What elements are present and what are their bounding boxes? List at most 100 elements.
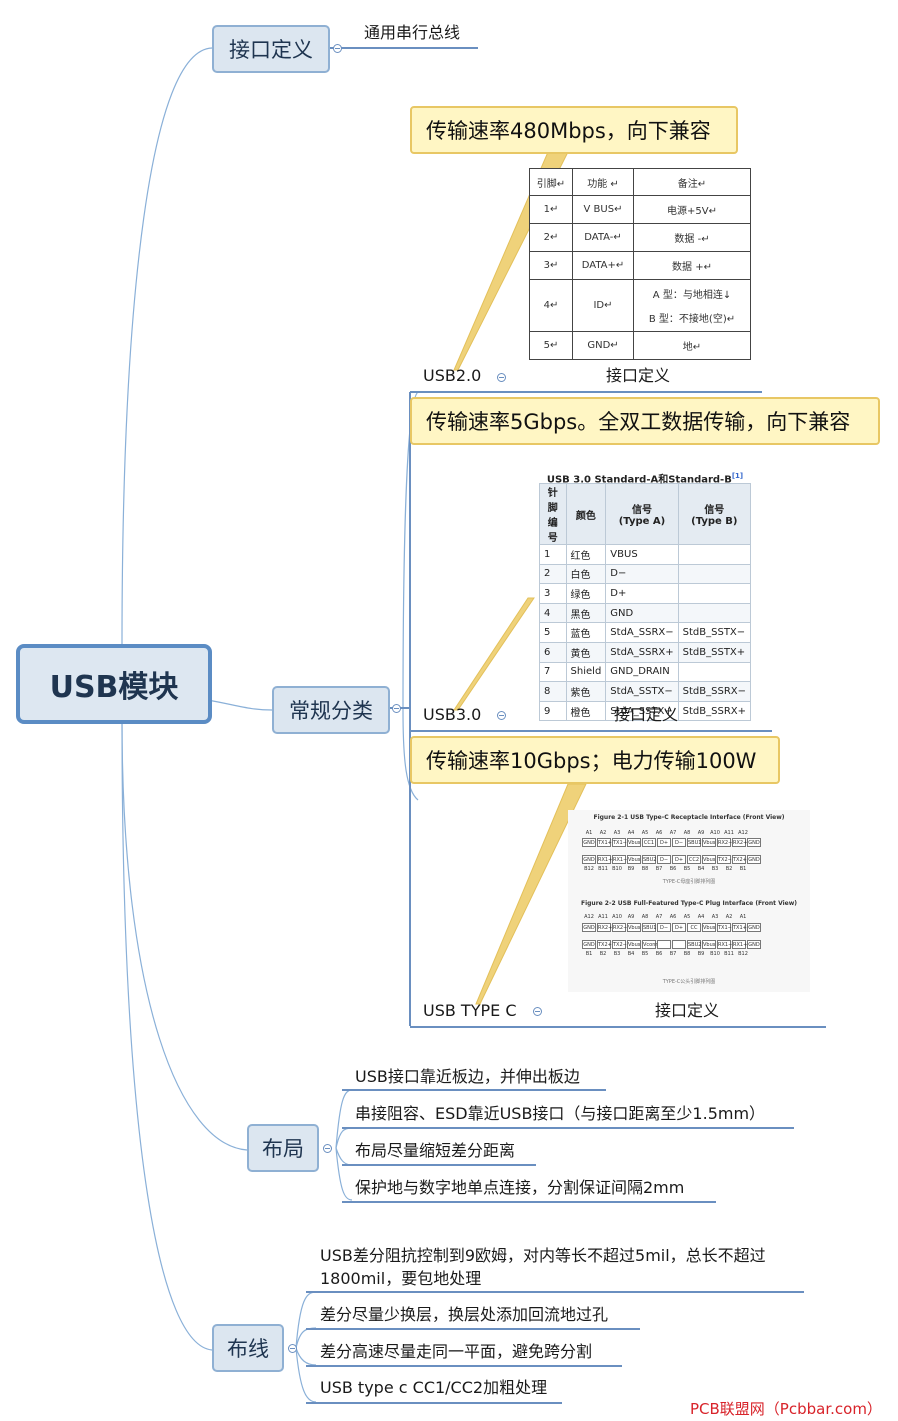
root-node[interactable]: USB模块 <box>16 644 212 724</box>
usb3-speed-callout[interactable]: 传输速率5Gbps。全双工数据传输，向下兼容 <box>410 397 880 445</box>
collapse-icon[interactable] <box>497 711 506 720</box>
typec-pin-cell: A8 <box>683 830 691 836</box>
typec-pin-cell: RX2+ <box>597 923 613 932</box>
collapse-icon[interactable] <box>533 1007 542 1016</box>
typec-pin-cell: CC1 <box>642 838 656 847</box>
usb3-table-title: USB 3.0 Standard-A和Standard-B <box>546 474 732 486</box>
typec-pin-cell: Vconn <box>642 940 659 949</box>
routing-item-underline <box>306 1328 640 1330</box>
classification-node[interactable]: 常规分类 <box>272 686 390 734</box>
typec-pin-cell: GND <box>747 855 761 864</box>
typec-pin-cell: A11 <box>724 830 734 836</box>
typec-pin-cell: B8 <box>641 866 649 872</box>
layout-item-underline <box>342 1089 606 1091</box>
layout-item-underline <box>342 1164 536 1166</box>
typec-pin-cell: Vbus <box>702 838 716 847</box>
typec-pin-cell: B4 <box>697 866 705 872</box>
typec-pin-cell: SBU2 <box>687 940 702 949</box>
typec-pin-cell: GND <box>582 838 596 847</box>
collapse-icon[interactable] <box>497 373 506 382</box>
table-header: 引脚↵ <box>529 168 573 196</box>
typec-pin-cell: A2 <box>725 914 733 920</box>
typec-speed-callout[interactable]: 传输速率10Gbps；电力传输100W <box>410 736 780 784</box>
typec-pin-cell: RX1+ <box>732 940 748 949</box>
typec-pin-cell: TX1− <box>717 923 732 932</box>
typec-pin-cell: TX2+ <box>732 855 747 864</box>
table-header: 备注↵ <box>633 168 751 196</box>
usb3-child-underline <box>490 730 772 732</box>
usb2-pin-table: 引脚↵ 功能 ↵ 备注↵ 1↵V BUS↵电源+5V↵ 2↵DATA-↵数据 -… <box>529 168 751 360</box>
typec-pin-cell: A2 <box>599 830 607 836</box>
typec-pin-cell: TX2− <box>612 940 627 949</box>
typec-pin-cell: Vbus <box>702 923 716 932</box>
usb3-pin-table: USB 3.0 Standard-A和Standard-B[1] 针脚编号 颜色… <box>539 469 752 722</box>
typec-pin-cell: B5 <box>683 866 691 872</box>
layout-item-underline <box>342 1127 794 1129</box>
typec-pin-cell: A6 <box>655 830 663 836</box>
typec-pin-cell: RX2− <box>717 838 733 847</box>
typec-pin-cell: Vbus <box>702 940 716 949</box>
typec-pin-cell: A7 <box>669 830 677 836</box>
typec-pin-cell: B1 <box>585 951 593 957</box>
typec-pin-cell: A1 <box>585 830 593 836</box>
typec-pin-cell: B10 <box>710 951 720 957</box>
usb3-table-ref: [1] <box>731 472 744 480</box>
typec-pin-cell: A1 <box>739 914 747 920</box>
typec-pin-cell: D+ <box>672 923 686 932</box>
typec-pin-cell: GND <box>747 923 761 932</box>
typec-pin-cell: GND <box>747 940 761 949</box>
table-header: 信号 (Type A) <box>605 483 679 545</box>
typec-child-underline <box>550 1026 826 1028</box>
typec-pin-cell: B7 <box>655 866 663 872</box>
typec-pin-cell: SBU2 <box>642 855 657 864</box>
typec-pin-cell: A3 <box>613 830 621 836</box>
routing-item: USB差分阻抗控制到9欧姆，对内等长不超过5mil，总长不超过1800mil，要… <box>320 1246 766 1288</box>
typec-pin-cell: D− <box>672 838 686 847</box>
routing-item-underline <box>306 1402 562 1404</box>
usb2-label[interactable]: USB2.0 <box>423 366 482 385</box>
typec-label[interactable]: USB TYPE C <box>423 1001 517 1020</box>
typec-pin-cell: A10 <box>612 914 622 920</box>
typec-pin-cell: A9 <box>627 914 635 920</box>
typec-pin-cell: B7 <box>669 951 677 957</box>
typec-pin-cell: A12 <box>738 830 748 836</box>
typec-pin-cell: GND <box>582 855 596 864</box>
collapse-icon[interactable] <box>333 44 342 53</box>
routing-item: 差分尽量少换层，换层处添加回流地过孔 <box>320 1305 609 1324</box>
typec-pin-cell: D− <box>657 855 671 864</box>
typec-pin-cell: A4 <box>627 830 635 836</box>
routing-item-underline <box>306 1365 622 1367</box>
typec-pin-cell: D− <box>657 923 671 932</box>
typec-pin-cell: B11 <box>598 866 608 872</box>
routing-item-underline <box>306 1291 804 1293</box>
collapse-icon[interactable] <box>323 1144 332 1153</box>
typec-pin-cell <box>657 940 671 949</box>
usb2-child-label: 接口定义 <box>606 366 671 385</box>
typec-pin-cell: A3 <box>711 914 719 920</box>
layout-node[interactable]: 布局 <box>247 1124 319 1172</box>
typec-pin-cell: SBU1 <box>642 923 657 932</box>
typec-pin-cell: A11 <box>598 914 608 920</box>
interface-child-label: 通用串行总线 <box>364 23 461 42</box>
typec-pin-cell: TX2+ <box>597 940 612 949</box>
typec-pin-cell: CC <box>687 923 701 932</box>
typec-pin-cell: B1 <box>739 866 747 872</box>
typec-underline <box>410 1026 550 1028</box>
typec-pin-cell: GND <box>582 940 596 949</box>
interface-definition-node[interactable]: 接口定义 <box>212 25 330 73</box>
collapse-icon[interactable] <box>392 704 401 713</box>
typec-pin-cell: Vbus <box>627 838 641 847</box>
collapse-icon[interactable] <box>288 1344 297 1353</box>
typec-pin-cell: GND <box>747 838 761 847</box>
routing-item: USB type c CC1/CC2加粗处理 <box>320 1378 548 1397</box>
table-header: 针脚编号 <box>539 483 567 545</box>
routing-node[interactable]: 布线 <box>212 1324 284 1372</box>
typec-pin-cell: TX1+ <box>597 838 612 847</box>
usb3-label[interactable]: USB3.0 <box>423 705 482 724</box>
usb2-speed-callout[interactable]: 传输速率480Mbps，向下兼容 <box>410 106 738 154</box>
table-header: 功能 ↵ <box>572 168 634 196</box>
typec-pin-cell: B8 <box>683 951 691 957</box>
typec-pin-cell <box>672 940 686 949</box>
typec-pin-cell: Vbus <box>627 923 641 932</box>
usb2-underline <box>410 391 490 393</box>
